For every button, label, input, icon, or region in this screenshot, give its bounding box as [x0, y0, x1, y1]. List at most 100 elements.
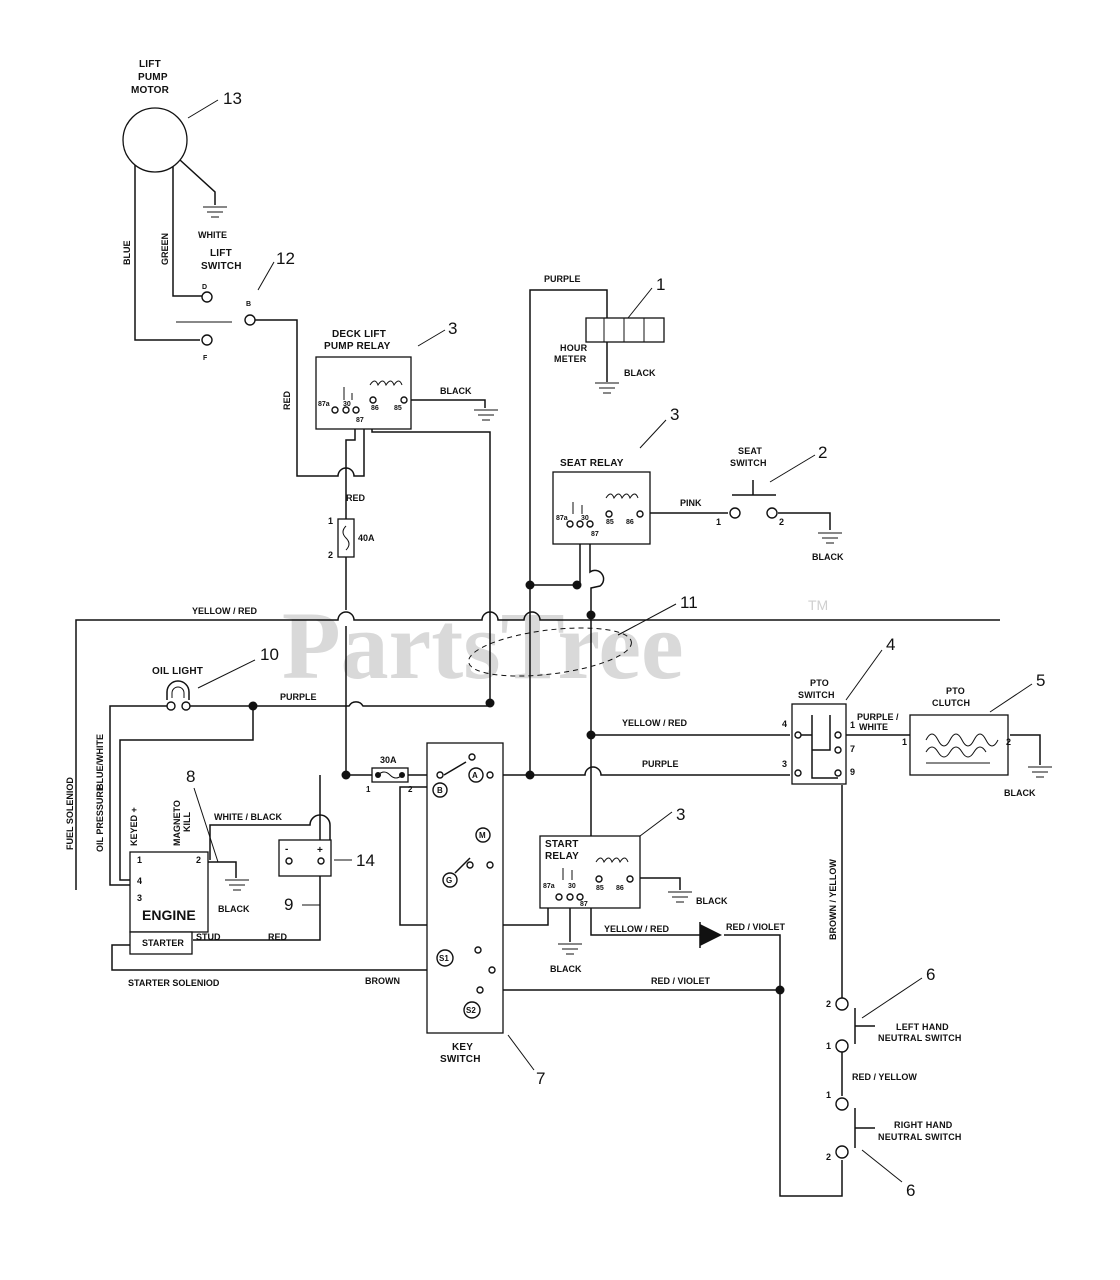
deck-relay-87: 87: [356, 417, 364, 424]
start-relay-coil-black-label: BLACK: [696, 896, 728, 906]
watermark-text: PartsTree: [282, 592, 684, 699]
purple-wire-label: PURPLE: [544, 274, 581, 284]
yellow-red-wire-label: YELLOW / RED: [192, 606, 258, 616]
purple-pto-label: PURPLE: [642, 759, 679, 769]
callout-10: 10: [260, 645, 279, 664]
yellow-red-diode-label: YELLOW / RED: [604, 924, 670, 934]
seat-relay-86: 86: [626, 519, 634, 526]
fuse-30a-label: 30A: [380, 755, 397, 765]
callout-14: 14: [356, 851, 375, 870]
seat-switch-pin2: 2: [779, 517, 784, 527]
green-wire-label: GREEN: [160, 233, 170, 265]
engine: ENGINE 1 2 4 3 STARTER STUD: [129, 851, 221, 955]
key-terminal-s1: S1: [439, 954, 449, 963]
fuse-30a-pin2: 2: [408, 785, 413, 794]
seat-switch-pin1: 1: [716, 517, 721, 527]
blue-white-label: BLUE/WHITE: [95, 734, 105, 790]
fuse-40a-label: 40A: [358, 533, 375, 543]
pto-clutch-black-label: BLACK: [1004, 788, 1036, 798]
callout-8: 8: [186, 767, 195, 786]
stud-label: STUD: [196, 932, 221, 942]
engine-pin3: 3: [137, 893, 142, 903]
seat-relay-85: 85: [606, 519, 614, 526]
battery: - +: [278, 839, 332, 877]
start-relay-87a: 87a: [543, 883, 555, 890]
seat-relay: SEAT RELAY 87a 30 87 85 86: [552, 458, 651, 545]
yellow-red-pto-label: YELLOW / RED: [622, 718, 688, 728]
key-terminal-b: B: [437, 786, 443, 795]
blue-wire-label: BLUE: [122, 241, 132, 266]
fuse-40a-pin2: 2: [328, 550, 333, 560]
seat-relay-87a: 87a: [556, 515, 568, 522]
callout-12: 12: [276, 249, 295, 268]
callout-3-seat: 3: [670, 405, 679, 424]
fuel-solenoid-label: FUEL SOLENIOD: [65, 777, 75, 850]
magneto-kill-label: MAGNETOKILL: [172, 800, 192, 846]
oil-light-label: OIL LIGHT: [152, 666, 203, 677]
callout-6-left: 6: [926, 965, 935, 984]
seat-relay-label: SEAT RELAY: [560, 458, 624, 469]
callout-2: 2: [818, 443, 827, 462]
pto-pin9: 9: [850, 767, 855, 777]
starter-solenoid-label: STARTER SOLENIOD: [128, 978, 220, 988]
callout-4: 4: [886, 635, 895, 654]
deck-relay-black-label: BLACK: [440, 386, 472, 396]
pto-pin1: 1: [850, 720, 855, 730]
start-relay-black-label: BLACK: [550, 964, 582, 974]
brown-wire-label: BROWN: [365, 976, 400, 986]
diode: [699, 922, 722, 948]
red-yellow-label: RED / YELLOW: [852, 1072, 917, 1082]
rh-neutral-pin1: 1: [826, 1090, 831, 1100]
pink-wire-label: PINK: [680, 498, 702, 508]
white-wire-label: WHITE: [198, 230, 227, 240]
deck-relay-30: 30: [343, 401, 351, 408]
fuse-40a: 1 2 40A: [328, 516, 375, 560]
wire-harness-11-outline: [468, 627, 632, 677]
engine-pin2: 2: [196, 855, 201, 865]
start-relay-87: 87: [580, 901, 588, 908]
engine-black-label: BLACK: [218, 904, 250, 914]
callout-3-start: 3: [676, 805, 685, 824]
purple-wire-label-2: PURPLE: [280, 692, 317, 702]
fuse-30a-pin1: 1: [366, 785, 371, 794]
purple-white-label: PURPLE /WHITE: [857, 712, 899, 732]
key-terminal-a: A: [472, 771, 478, 780]
rh-neutral-pin2: 2: [826, 1152, 831, 1162]
brown-yellow-label: BROWN / YELLOW: [828, 859, 838, 940]
lh-neutral-pin2: 2: [826, 999, 831, 1009]
lift-terminal-b: B: [246, 301, 251, 308]
key-terminal-g: G: [446, 876, 452, 885]
key-terminal-m: M: [479, 831, 486, 840]
pto-clutch-pin1: 1: [902, 737, 907, 747]
lift-terminal-d: D: [202, 284, 207, 291]
keyed-label: KEYED +: [129, 807, 139, 846]
start-relay-85: 85: [596, 885, 604, 892]
battery-pos: +: [317, 845, 323, 856]
callouts: 13 12 3 1 3 2 11 10 4 5 8 14 9 3 6 7 6: [186, 89, 1045, 1200]
hour-meter-black-label: BLACK: [624, 368, 656, 378]
start-relay-30: 30: [568, 883, 576, 890]
callout-3-deck: 3: [448, 319, 457, 338]
starter-label: STARTER: [142, 938, 184, 948]
wires: [75, 159, 1041, 1197]
callout-6-right: 6: [906, 1181, 915, 1200]
